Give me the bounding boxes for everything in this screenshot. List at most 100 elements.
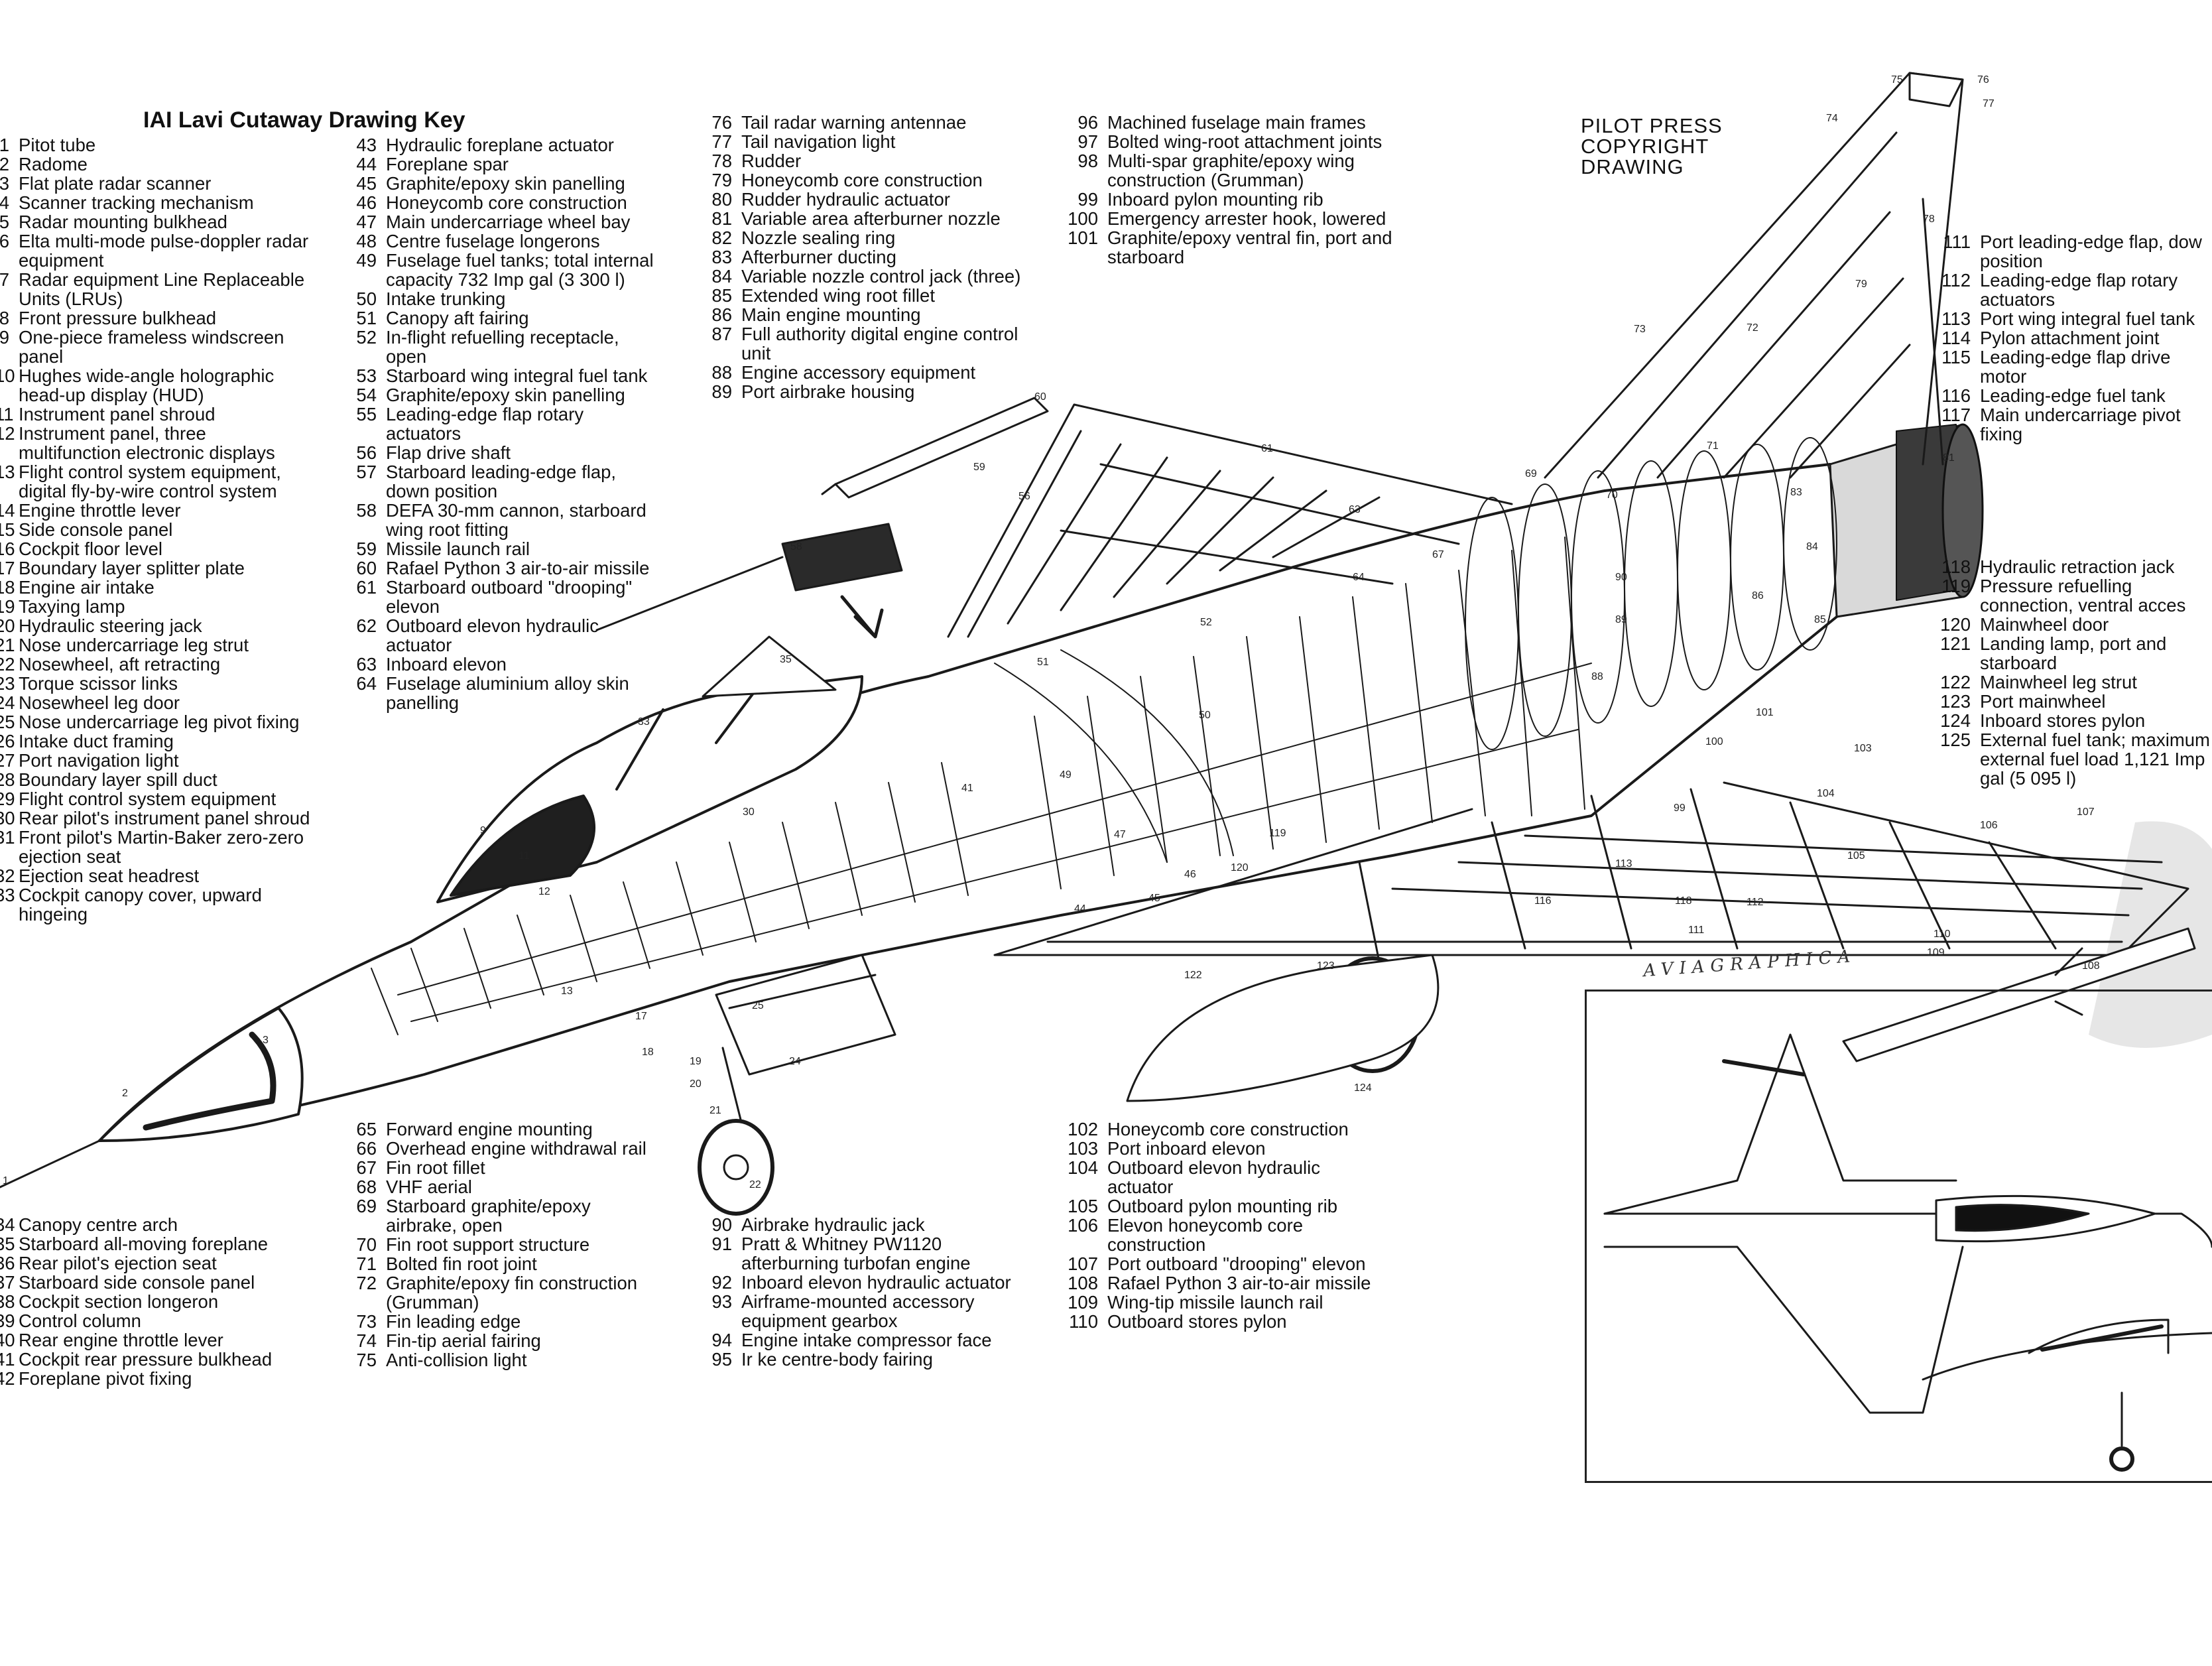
key-text: Rafael Python 3 air-to-air missile (386, 558, 650, 578)
key-number: 79 (711, 170, 732, 190)
key-text: Pressure refuelling connection, ventral … (1980, 576, 2186, 615)
key-text: Inboard elevon (386, 654, 507, 674)
key-number: 34 (0, 1214, 15, 1235)
key-number: 74 (356, 1330, 377, 1351)
callout-label: 85 (1814, 614, 1826, 625)
fuselage-frames (371, 537, 1592, 1035)
key-text: Foreplane pivot fixing (19, 1368, 192, 1389)
key-number: 8 (0, 308, 9, 328)
cannon (595, 523, 903, 639)
key-item: 42Foreplane pivot fixing (0, 1369, 312, 1388)
key-text: Nozzle sealing ring (741, 227, 896, 248)
key-number: 72 (356, 1273, 377, 1293)
key-text: Cockpit canopy cover, upward hingeing (19, 885, 262, 925)
callout-label: 75 (1891, 74, 1903, 86)
key-text: Machined fuselage main frames (1107, 112, 1366, 133)
key-text: Hydraulic steering jack (19, 615, 202, 636)
key-item: 11Instrument panel shroud (0, 405, 312, 424)
key-text: Instrument panel shroud (19, 404, 215, 424)
key-item: 20Hydraulic steering jack (0, 616, 312, 635)
key-item: 21Nose undercarriage leg strut (0, 635, 312, 655)
key-number: 52 (356, 327, 377, 348)
key-text: Airframe-mounted accessory equipment gea… (741, 1291, 975, 1331)
key-number: 40 (0, 1330, 15, 1350)
key-number: 96 (1077, 112, 1098, 133)
inset-side-view (1922, 1318, 2212, 1472)
copyright-notice: PILOT PRESS COPYRIGHT DRAWING (1581, 115, 1723, 177)
key-text: Inboard stores pylon (1980, 710, 2146, 731)
key-text: Control column (19, 1311, 141, 1331)
key-number: 114 (1941, 328, 1971, 348)
key-text: Rafael Python 3 air-to-air missile (1107, 1273, 1371, 1293)
engine-rings (1465, 437, 1837, 750)
vertical-fin (1544, 72, 1964, 479)
key-text: Starboard wing integral fuel tank (386, 365, 648, 386)
key-number: 7 (0, 269, 9, 290)
copyright-line: DRAWING (1581, 155, 1684, 178)
callout-label: 25 (752, 1000, 764, 1011)
key-number: 82 (711, 227, 732, 248)
key-text: Starboard outboard "drooping" elevon (386, 577, 633, 617)
callout-label: 9 (480, 825, 486, 836)
key-number: 47 (356, 212, 377, 232)
key-number: 102 (1068, 1119, 1098, 1139)
key-text: Mainwheel door (1980, 614, 2109, 635)
key-text: Tail navigation light (741, 131, 896, 152)
key-text: Port mainwheel (1980, 691, 2106, 712)
key-number: 16 (0, 539, 15, 559)
callout-label: 33 (638, 716, 650, 728)
key-number: 65 (356, 1119, 377, 1139)
key-text: Fuselage aluminium alloy skin panelling (386, 673, 629, 713)
key-number: 15 (0, 519, 15, 540)
key-item: 28Boundary layer spill duct (0, 770, 312, 789)
key-item: 33Cockpit canopy cover, upward hingeing (0, 885, 312, 924)
key-number: 66 (356, 1138, 377, 1159)
key-text: Radar equipment Line Replaceable Units (… (19, 269, 305, 309)
inset-plan-view (1603, 1033, 2212, 1414)
callout-label: 100 (1705, 736, 1723, 747)
key-text: Port navigation light (19, 750, 179, 771)
key-number: 101 (1068, 227, 1098, 248)
missiles (821, 397, 2196, 1062)
key-number: 19 (0, 596, 15, 617)
callout-label: 52 (1200, 617, 1212, 628)
key-text: Elta multi-mode pulse-doppler radar equi… (19, 231, 309, 271)
callout-label: 120 (1231, 862, 1249, 873)
copyright-line: COPYRIGHT (1581, 135, 1709, 158)
key-number: 85 (711, 285, 732, 306)
key-text: Foreplane spar (386, 154, 509, 174)
key-number: 14 (0, 500, 15, 521)
key-item: 41Cockpit rear pressure bulkhead (0, 1350, 312, 1369)
key-number: 48 (356, 231, 377, 251)
key-item: 34Canopy centre arch (0, 1215, 312, 1234)
callout-label: 109 (1927, 947, 1945, 958)
callout-label: 86 (1752, 590, 1764, 602)
key-text: One-piece frameless windscreen panel (19, 327, 284, 367)
key-number: 116 (1941, 385, 1971, 406)
key-number: 123 (1940, 691, 1971, 712)
key-number: 59 (356, 539, 377, 559)
key-item: 31Front pilot's Martin-Baker zero-zero e… (0, 828, 312, 866)
